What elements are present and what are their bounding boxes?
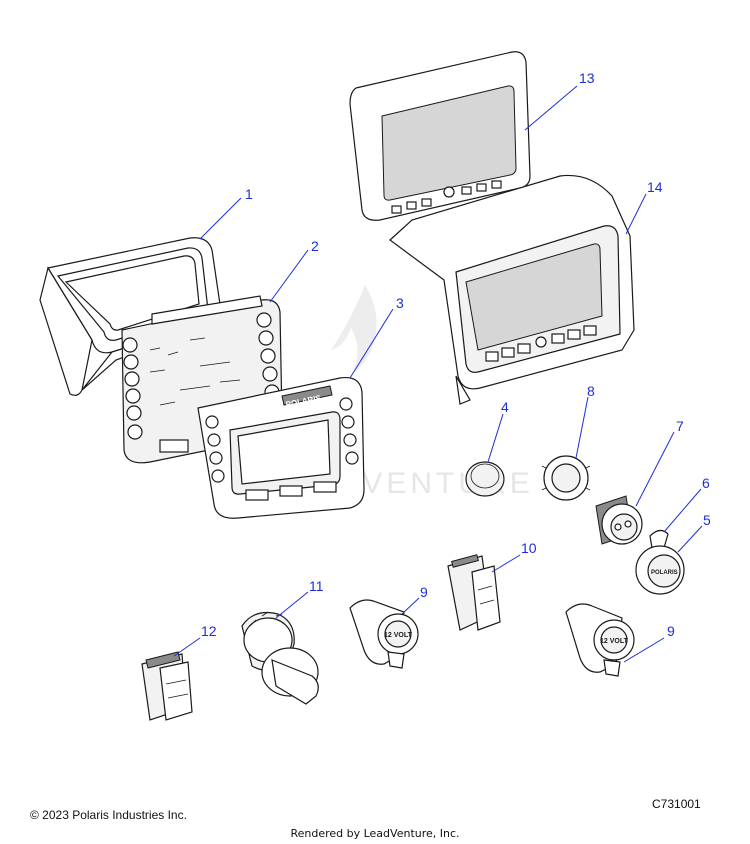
callout-4: 4 [501,399,509,415]
usb-logo: POLARIS [651,570,678,576]
callout-12: 12 [201,623,217,639]
callout-6: 6 [702,475,710,491]
rendered-by-text: Rendered by LeadVenture, Inc. [290,827,460,840]
diagram-code: C731001 [652,797,701,811]
leader-9-right [623,637,665,663]
leader-9-left [401,597,420,615]
leader-10 [491,554,521,573]
leader-7 [635,431,675,507]
socket-label-right: 12 VOLT [600,638,629,645]
callout-7: 7 [676,418,684,434]
callout-1: 1 [245,186,253,202]
leader-3 [349,308,394,379]
part-4-plug-cap [465,461,505,497]
socket-label-left: 12 VOLT [384,632,413,639]
leader-1 [199,197,242,240]
part-6-cap [649,529,669,549]
leader-8 [575,396,589,459]
leader-6 [663,488,702,533]
leader-2 [269,249,309,303]
leader-13 [524,85,578,131]
callout-3: 3 [396,295,404,311]
copyright-text: © 2023 Polaris Industries Inc. [30,808,187,822]
part-10-rocker-switch [447,554,501,631]
part-11-ignition-switch [241,611,319,705]
leader-lines [173,85,703,663]
leader-4 [487,413,504,463]
callout-11: 11 [309,578,324,594]
callout-13: 13 [579,70,595,86]
leader-14 [625,193,647,235]
part-9-socket-right: 12 VOLT [565,603,635,677]
part-5-charger: POLARIS [635,545,685,595]
part-9-socket-left: 12 VOLT [349,599,419,669]
callout-5: 5 [703,512,711,528]
callout-labels: 1 2 3 4 5 6 7 8 9 9 10 11 12 13 14 [201,70,711,639]
part-12-switch [141,651,193,721]
callout-10: 10 [521,540,537,556]
callout-2: 2 [311,238,319,254]
leader-5 [677,525,703,553]
part-3-gauge-front: POLARIS [197,376,365,519]
part-7-usb-socket [595,495,643,545]
part-14-display-pod [389,174,635,405]
leader-11 [275,591,309,619]
leader-12 [173,637,201,657]
callout-14: 14 [647,179,663,195]
part-8-ring-nut [541,455,591,501]
callout-9-left: 9 [420,584,428,600]
callout-9-right: 9 [667,623,675,639]
callout-8: 8 [587,383,595,399]
part-13-display [349,51,531,221]
